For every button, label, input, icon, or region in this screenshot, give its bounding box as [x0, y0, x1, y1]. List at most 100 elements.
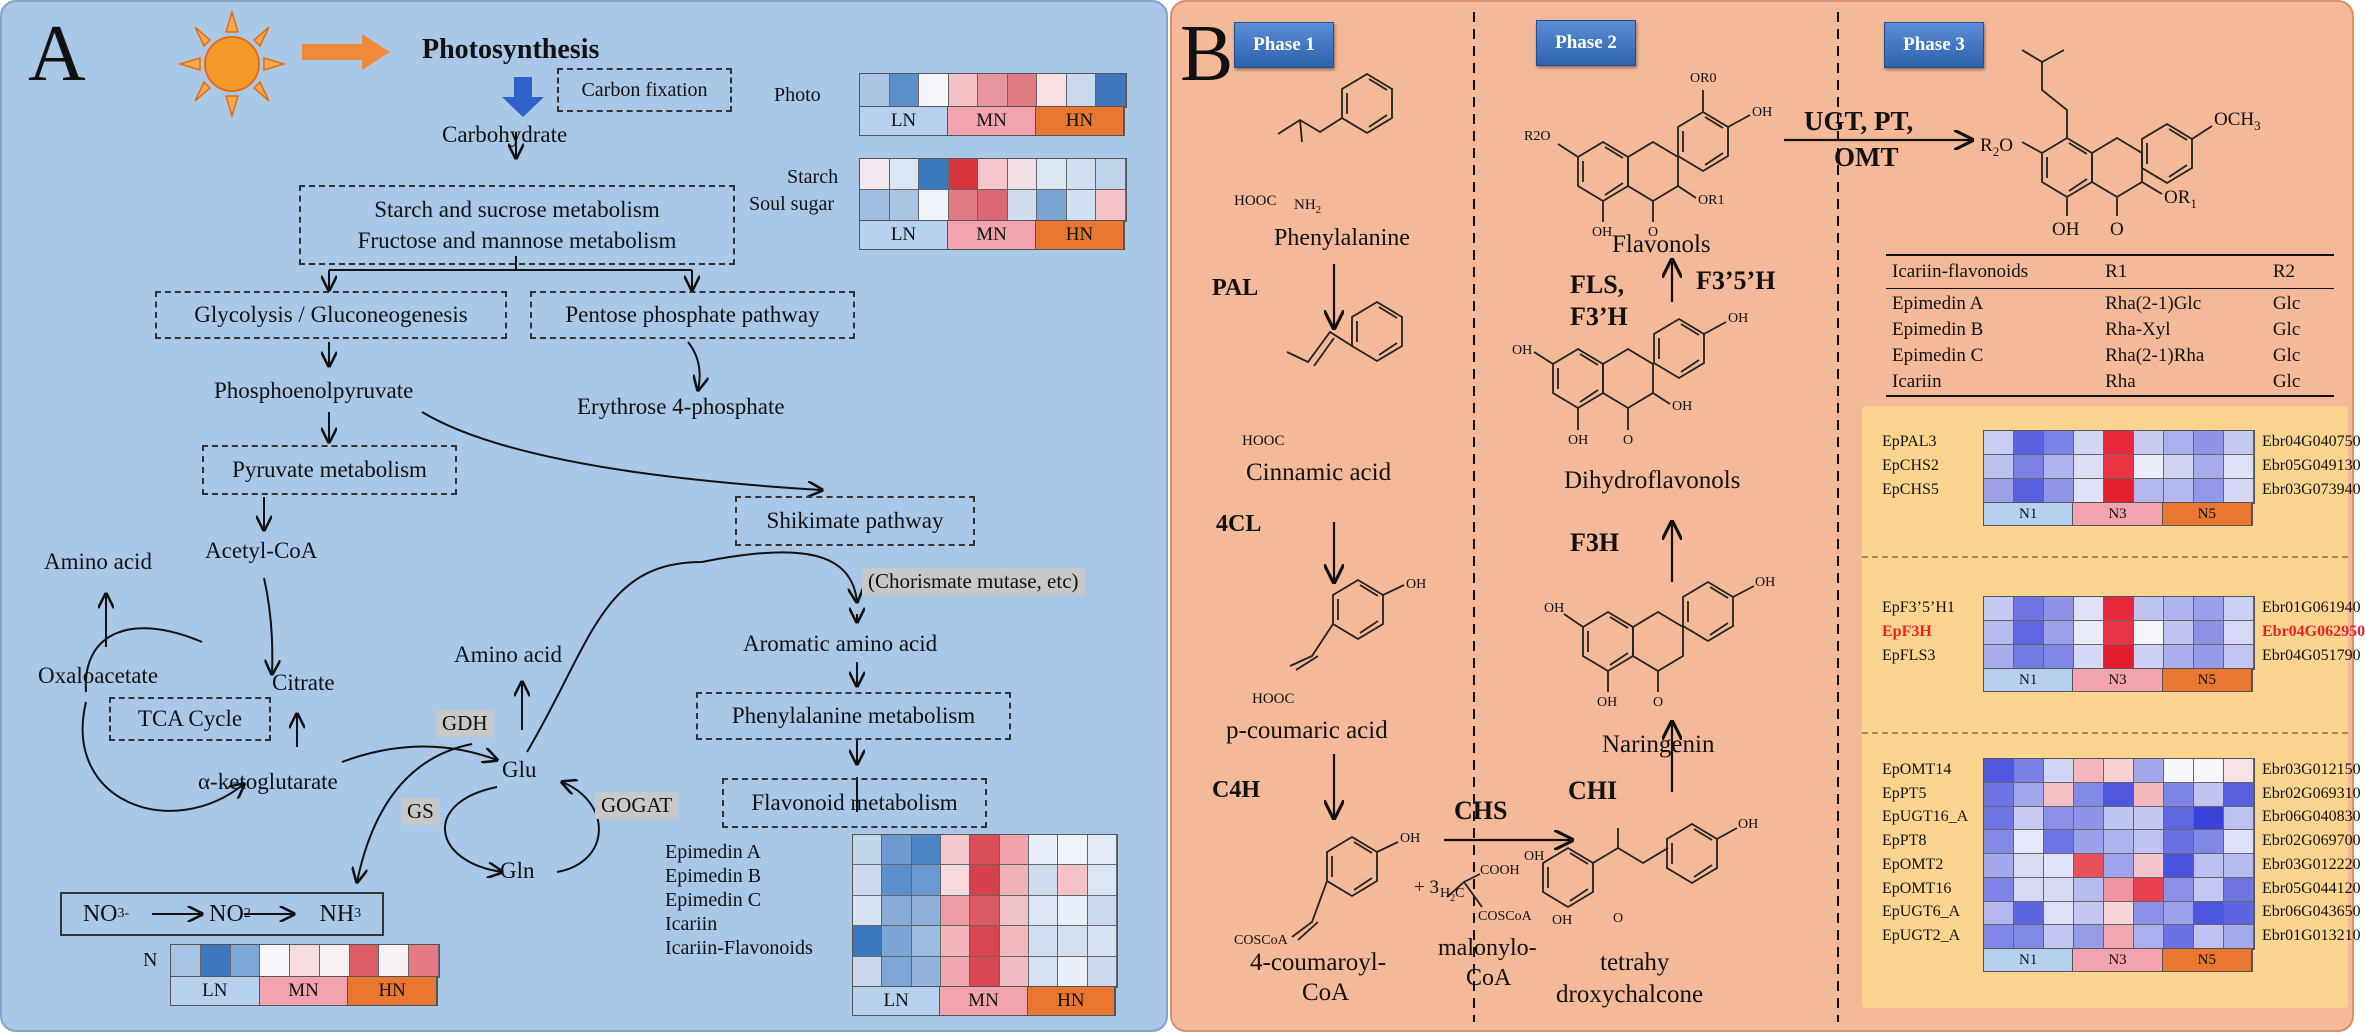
heatmap-cell	[1984, 621, 2014, 645]
heatmap-cell	[290, 945, 320, 977]
heatmap-cell	[230, 945, 261, 977]
gene-id-label: Ebr03G073940	[2262, 481, 2361, 498]
epimedin-label: Icariin	[665, 913, 718, 935]
enzyme-ugt-pt: UGT, PT,	[1804, 106, 1914, 136]
phenylalanine-label: Phenylalanine	[1274, 225, 1410, 251]
phosphoenolpyruvate-label: Phosphoenolpyruvate	[214, 378, 414, 403]
heatmap-cell	[2164, 479, 2194, 503]
heatmap-cell	[1984, 901, 2014, 926]
p-coumaric-acid-label: p-coumaric acid	[1226, 717, 1388, 744]
heatmap-cell	[911, 835, 941, 866]
heatmap-cell	[1058, 956, 1088, 987]
heatmap-cell	[2044, 431, 2074, 455]
heatmap-cell	[2014, 759, 2044, 783]
heatmap-cell	[2224, 830, 2254, 854]
heatmap-cell	[2074, 925, 2104, 949]
chem-oh: OH	[2052, 219, 2080, 240]
phase-3-badge: Phase 3	[1884, 22, 1984, 68]
group-n3: N3	[2073, 503, 2163, 525]
heatmap-cell	[860, 159, 890, 190]
group-mn: MN	[259, 977, 349, 1005]
epimedin-label: Icariin-Flavonoids	[665, 937, 813, 959]
heatmap-cell	[1007, 190, 1038, 221]
table-header-cell: R2	[2272, 261, 2296, 282]
heatmap-cell	[2194, 431, 2224, 455]
table-cell: Glc	[2272, 319, 2301, 340]
heatmap-cell	[1984, 806, 2014, 831]
heatmap-cell	[2104, 854, 2134, 878]
orange-arrow-icon	[302, 34, 390, 70]
heatmap-cell	[2224, 645, 2254, 669]
epimedin-label: Epimedin C	[665, 889, 762, 911]
heatmap-cell	[2104, 925, 2134, 949]
heatmap-cell	[2074, 830, 2104, 854]
heatmap-cell	[2074, 597, 2104, 621]
table-cell: Rha-Xyl	[2105, 319, 2171, 340]
heatmap-cell	[999, 895, 1029, 927]
heatmap-cell	[2164, 645, 2194, 669]
heatmap-cell	[2104, 645, 2134, 669]
chem-r2o-b: R2O	[1980, 135, 2013, 159]
heatmap-cell	[999, 926, 1029, 957]
heatmap-cell	[860, 74, 890, 107]
citrate-label: Citrate	[272, 670, 335, 695]
heatmap-cell	[2164, 431, 2194, 455]
gene-name-label: EpFLS3	[1882, 647, 1936, 664]
heatmap-cell	[1096, 74, 1126, 107]
heatmap-cell	[1066, 74, 1097, 107]
gene-name-label: EpF3’5’H1	[1882, 599, 1955, 616]
table-cell: Rha(2-1)Glc	[2105, 293, 2202, 314]
chem-coscoa-2: COSCoA	[1478, 909, 1532, 924]
table-cell: Glc	[2272, 293, 2301, 314]
panel-a-arrows	[81, 9, 1170, 1034]
heatmap-cell	[2104, 877, 2134, 902]
heatmap-cell	[853, 895, 883, 927]
cinnamic-acid-label: Cinnamic acid	[1246, 459, 1392, 486]
malonyl-coa-label-1: malonylo-	[1438, 935, 1537, 961]
heatmap-cell	[2104, 901, 2134, 926]
heatmap-cell	[919, 190, 949, 221]
coumaroyl-coa-label-1: 4-coumaroyl-	[1250, 949, 1387, 976]
heatmap-cell	[2044, 621, 2074, 645]
chem-oh: OH	[1752, 105, 1773, 120]
heatmap-cell	[911, 926, 941, 957]
tetrahydroxychalcone-label-2: droxychalcone	[1556, 981, 1704, 1008]
heatmap-cell	[2194, 877, 2224, 902]
heatmap-cell	[882, 956, 912, 987]
heatmap-cell	[941, 895, 971, 927]
malonyl-coa-label-2: CoA	[1466, 965, 1512, 991]
heatmap-cell	[2134, 479, 2164, 503]
table-cell: Glc	[2272, 345, 2301, 366]
plus-three-label: + 3	[1414, 877, 1439, 898]
table-cell: Rha(2-1)Rha	[2105, 345, 2205, 366]
heatmap-cell	[319, 945, 350, 977]
heatmap-cell	[948, 159, 979, 190]
heatmap-cell	[2134, 597, 2164, 621]
enzyme-omt: OMT	[1834, 142, 1899, 172]
chem-oh: OH	[1728, 311, 1749, 326]
gene-id-label: Ebr03G012150	[2262, 760, 2361, 778]
chem-oh: OH	[1552, 913, 1573, 928]
heatmap-cell	[2104, 455, 2134, 479]
heatmap-cell	[2194, 479, 2224, 503]
heatmap-cell	[853, 865, 883, 896]
chem-hooc-2: HOOC	[1242, 433, 1285, 449]
heatmap-cell	[2074, 621, 2104, 645]
heatmap-cell	[2164, 830, 2194, 854]
gene-name-label: EpPAL3	[1882, 433, 1937, 450]
group-n1: N1	[1984, 503, 2074, 525]
heatmap-cell	[2074, 455, 2104, 479]
chem-oh: OH	[1755, 575, 1776, 590]
heatmap-cell	[1066, 159, 1097, 190]
heatmap-cell	[948, 74, 979, 107]
heatmap-cell	[2194, 455, 2224, 479]
panel-b: B Phase 1 Phase 2 Phase 3 Phenylalanine …	[1170, 0, 2365, 1032]
heatmap-cell	[2074, 759, 2104, 783]
table-cell: Epimedin B	[1892, 319, 1984, 340]
heatmap-cell	[2194, 854, 2224, 878]
gene-heatmap	[1983, 596, 2255, 670]
heatmap-cell	[941, 956, 971, 987]
